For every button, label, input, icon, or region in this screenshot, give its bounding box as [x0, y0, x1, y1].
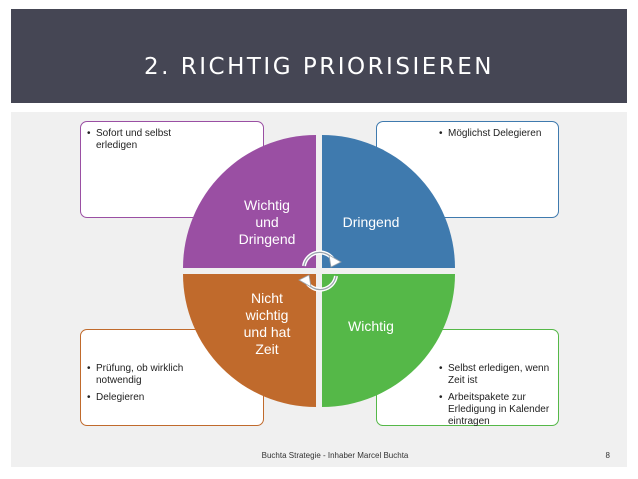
page-number: 8: [605, 451, 610, 460]
label-line: Wichtig: [348, 318, 394, 334]
cycle-arrows-icon: [298, 250, 342, 292]
label-line: Dringend: [342, 214, 400, 230]
quadrant-bottom-left: [183, 274, 316, 407]
card-item: Sofort und selbst erledigen: [87, 128, 187, 152]
label-line: Wichtig: [244, 197, 290, 213]
quadrant-bottom-right: [322, 274, 455, 407]
label-line: Nicht: [251, 290, 283, 306]
quadrant-top-right: [322, 135, 455, 268]
quadrant-label-wichtig-und-dringend: Wichtig und Dringend: [222, 197, 312, 248]
quadrant-label-dringend: Dringend: [332, 214, 410, 231]
label-line: Dringend: [238, 231, 296, 247]
slide-header: 2. RICHTIG PRIORISIEREN: [11, 9, 627, 103]
card-item: Selbst erledigen, wenn Zeit ist: [439, 363, 557, 387]
label-line: und: [255, 214, 279, 230]
label-line: wichtig: [245, 307, 289, 323]
card-item: Prüfung, ob wirklich notwendig: [87, 363, 217, 387]
slide-title: 2. RICHTIG PRIORISIEREN: [144, 54, 494, 80]
card-item: Möglichst Delegieren: [439, 128, 549, 140]
card-item: Delegieren: [87, 392, 217, 404]
label-line: und hat: [243, 324, 291, 340]
card-item: Arbeitspakete zur Erledigung in Kalender…: [439, 392, 557, 428]
quadrant-top-left: [183, 135, 316, 268]
slide-footer: Buchta Strategie - Inhaber Marcel Buchta: [261, 451, 409, 460]
quadrant-label-wichtig: Wichtig: [332, 318, 410, 335]
label-line: Zeit: [255, 341, 279, 357]
quadrant-label-nicht-wichtig: Nicht wichtig und hat Zeit: [222, 290, 312, 358]
